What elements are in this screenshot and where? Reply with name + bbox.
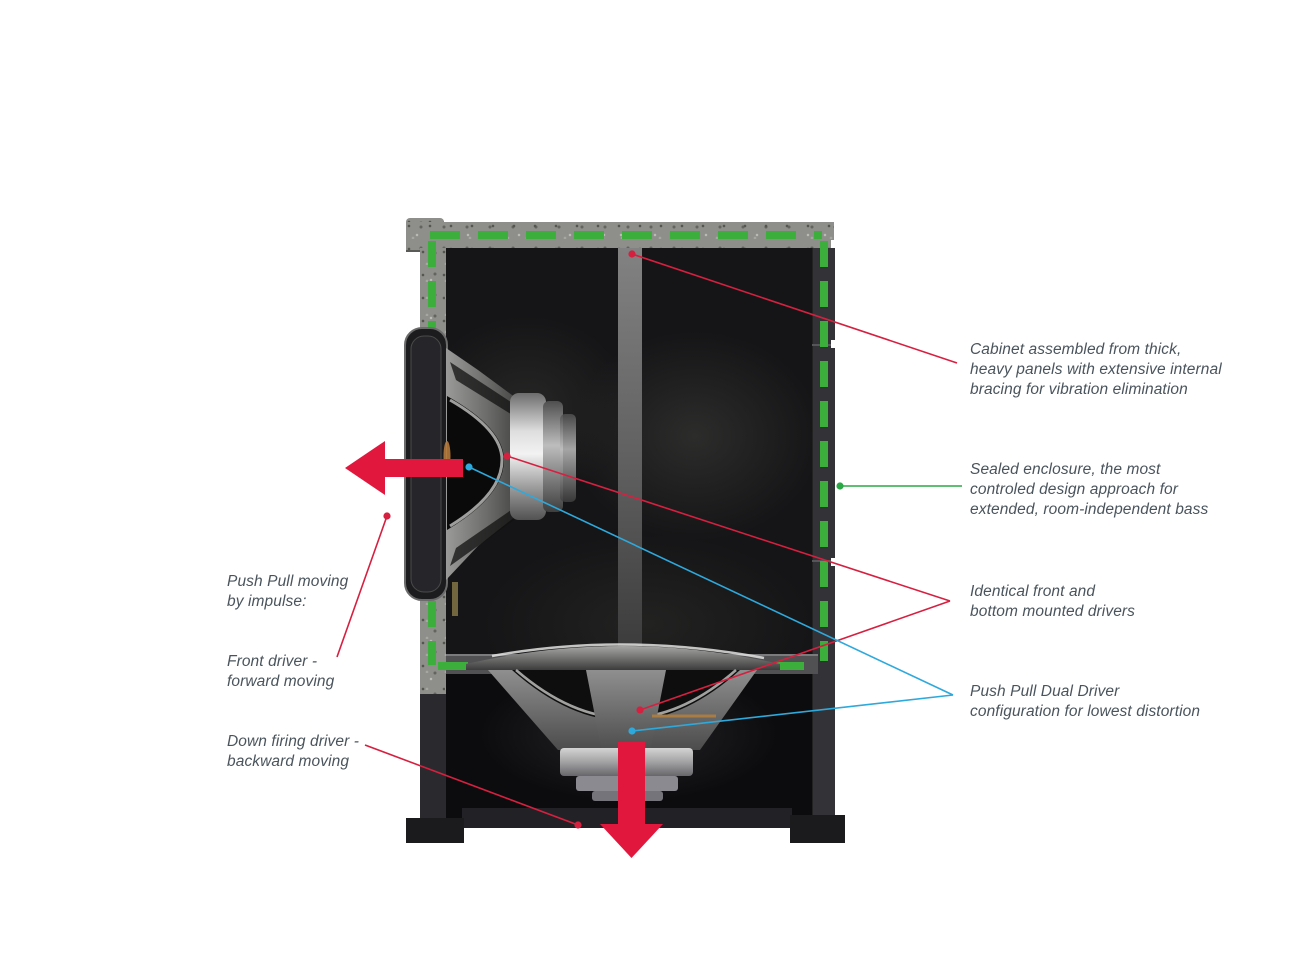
right-wall-notch: [831, 240, 836, 248]
sealed-outline-left: [428, 241, 436, 665]
cabinet-left-foot: [406, 818, 464, 843]
lower-chamber-interior: [446, 666, 812, 818]
cabinet-right-foot: [790, 815, 845, 843]
sealed-outline-bottom: [438, 662, 818, 670]
sealed-outline-right: [820, 241, 828, 661]
internal-brace: [618, 248, 642, 658]
label-push-pull-config: Push Pull Dual Driver configuration for …: [970, 683, 1201, 720]
label-sealed-enclosure: Sealed enclosure, the most controled des…: [970, 461, 1209, 518]
label-cabinet-bracing: Cabinet assembled from thick, heavy pane…: [970, 341, 1222, 398]
dot-front-baffle: [383, 512, 391, 520]
right-wall-notch: [831, 558, 836, 566]
cabinet-bottom-edge: [462, 808, 792, 828]
label-identical-drivers: Identical front and bottom mounted drive…: [970, 583, 1136, 620]
label-push-pull-impulse: Push Pull moving by impulse:: [227, 573, 349, 610]
cabinet-left-wall-lower: [420, 694, 446, 822]
label-front-driver: Front driver - forward moving: [227, 653, 335, 690]
right-wall-notch: [831, 340, 836, 348]
dot-right-wall: [836, 482, 844, 490]
label-down-firing-driver: Down firing driver - backward moving: [227, 733, 360, 770]
sealed-outline-top: [430, 231, 822, 239]
